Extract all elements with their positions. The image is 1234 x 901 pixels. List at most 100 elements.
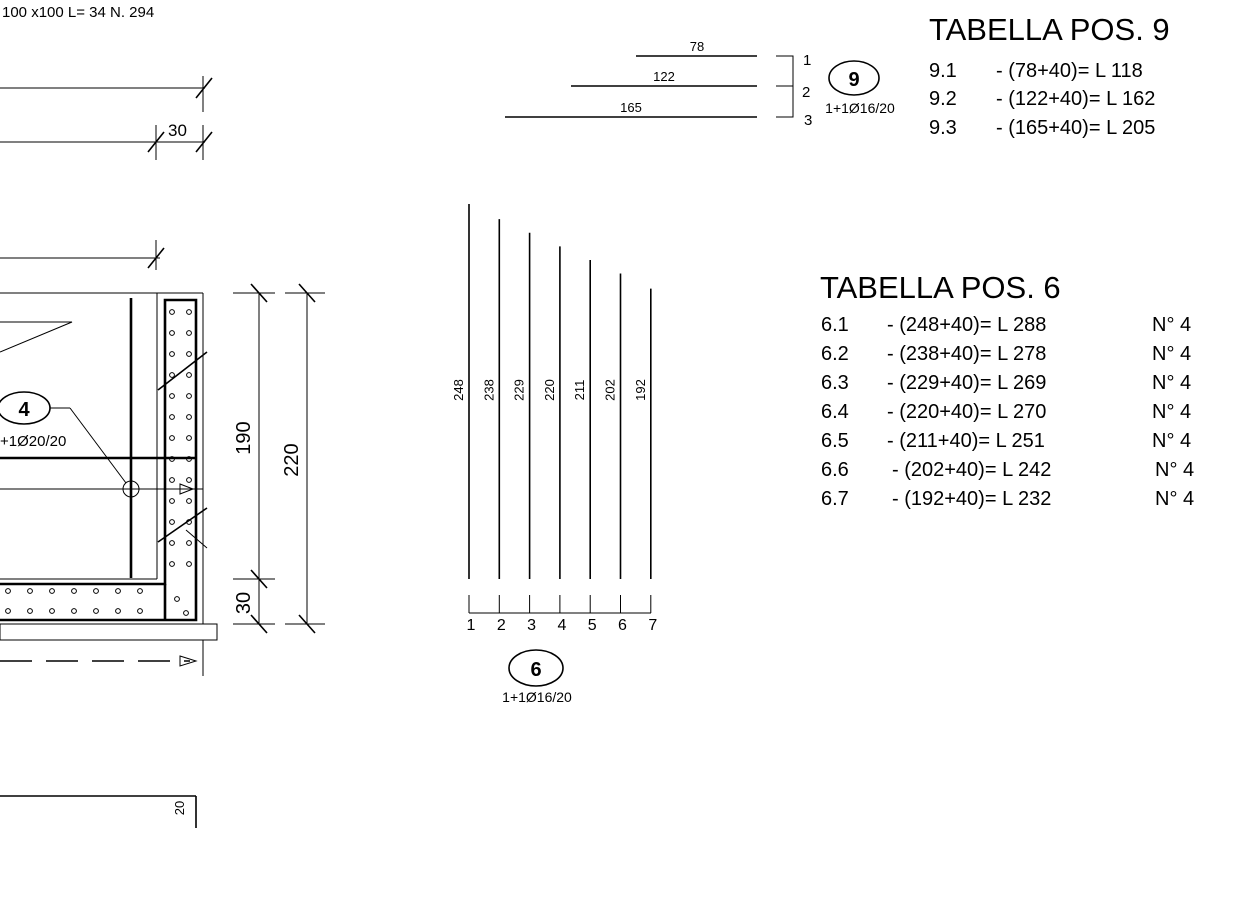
pos6-length-5: 211 — [572, 380, 587, 401]
rebar-dot — [169, 435, 175, 441]
rebar-dot — [186, 309, 192, 315]
table6-row-1-formula: - (248+40)= L 288 — [887, 314, 1046, 336]
table6-row-4-count: N° 4 — [1152, 401, 1191, 423]
callout-9-spec: 1+1Ø16/20 — [825, 100, 895, 116]
rebar-dot — [186, 414, 192, 420]
table-pos-6: TABELLA POS. 6 6.1 - (248+40)= L 288 N° … — [820, 270, 1194, 510]
table9-row-2-id: 9.2 — [929, 88, 957, 110]
table6-row-3-count: N° 4 — [1152, 372, 1191, 394]
table6-row-6-count: N° 4 — [1155, 459, 1194, 481]
table-pos-9: TABELLA POS. 9 9.1 - (78+40)= L 118 9.2 … — [929, 12, 1170, 139]
table6-row-7-count: N° 4 — [1155, 488, 1194, 510]
rebar-dot — [169, 330, 175, 336]
rebar-dot — [93, 588, 99, 594]
pos9-length-3: 165 — [620, 100, 642, 115]
table6-row-2-count: N° 4 — [1152, 343, 1191, 365]
table9-row-2-formula: - (122+40)= L 162 — [996, 88, 1155, 110]
rebar-dot — [5, 608, 11, 614]
table9-row-3-formula: - (165+40)= L 205 — [996, 117, 1155, 139]
table6-row-1-id: 6.1 — [821, 314, 849, 336]
rebar-dot — [183, 610, 189, 616]
table9-title: TABELLA POS. 9 — [929, 12, 1170, 47]
rebar-dot — [186, 456, 192, 462]
table6-row-6-formula: - (202+40)= L 242 — [892, 459, 1051, 481]
rebar-dot — [186, 477, 192, 483]
bottom-slab-edge: 20 — [0, 795, 197, 828]
dim-30-bottom: 30 — [233, 592, 255, 614]
dim-30-top: 30 — [168, 121, 187, 140]
pos6-index-2: 2 — [497, 617, 506, 634]
rebar-dot — [186, 372, 192, 378]
dim-20: 20 — [172, 801, 187, 815]
pos6-length-4: 220 — [542, 379, 557, 401]
rebar-dot — [169, 477, 175, 483]
callout-6-number: 6 — [530, 659, 541, 681]
table6-row-4-formula: - (220+40)= L 270 — [887, 401, 1046, 423]
rebar-dot — [49, 608, 55, 614]
rebar-dot — [115, 608, 121, 614]
rebar-dot — [115, 588, 121, 594]
rebar-dot — [174, 596, 180, 602]
table6-row-3-id: 6.3 — [821, 372, 849, 394]
rebar-dot — [137, 608, 143, 614]
table6-row-5-formula: - (211+40)= L 251 — [887, 430, 1045, 452]
callout-pos-4: 4 +1Ø20/20 — [0, 391, 140, 502]
table6-row-5-count: N° 4 — [1152, 430, 1191, 452]
rebar-dot — [169, 414, 175, 420]
rebar-dot — [137, 588, 143, 594]
table6-title: TABELLA POS. 6 — [820, 270, 1061, 305]
table6-row-2-formula: - (238+40)= L 278 — [887, 343, 1046, 365]
rebar-dot — [169, 498, 175, 504]
rebar-dot — [169, 456, 175, 462]
rebar-dot — [186, 561, 192, 567]
table6-row-6-id: 6.6 — [821, 459, 849, 481]
rebar-dot — [169, 351, 175, 357]
wall-cross-section — [0, 292, 218, 676]
rebar-dot — [186, 498, 192, 504]
rebar-dot — [169, 393, 175, 399]
table6-row-4-id: 6.4 — [821, 401, 849, 423]
rebar-dot — [5, 588, 11, 594]
rebar-dot — [71, 588, 77, 594]
pos6-index-4: 4 — [557, 617, 566, 634]
vertical-dimensions: 190 220 30 — [233, 283, 325, 634]
pos9-index-2: 2 — [802, 84, 810, 101]
rebar-dot — [169, 309, 175, 315]
pos6-index-7: 7 — [648, 617, 657, 634]
callout-4-number: 4 — [18, 399, 30, 421]
rebar-dot — [169, 519, 175, 525]
rebar-dot — [169, 540, 175, 546]
pos6-index-3: 3 — [527, 617, 536, 634]
table6-row-5-id: 6.5 — [821, 430, 849, 452]
rebar-dots — [5, 309, 192, 616]
rebar-dot — [93, 608, 99, 614]
callout-4-spec: +1Ø20/20 — [0, 433, 66, 450]
pos9-length-1: 78 — [690, 39, 704, 54]
table6-row-7-formula: - (192+40)= L 232 — [892, 488, 1051, 510]
rebar-dot — [186, 540, 192, 546]
pos6-length-2: 238 — [481, 379, 496, 401]
rebar-dot — [186, 519, 192, 525]
dim-190: 190 — [233, 421, 255, 454]
rebar-dot — [49, 588, 55, 594]
table6-row-7-id: 6.7 — [821, 488, 849, 510]
pos6-length-1: 248 — [451, 379, 466, 401]
header-note: 100 x100 L= 34 N. 294 — [2, 4, 154, 21]
table6-row-1-count: N° 4 — [1152, 314, 1191, 336]
rebar-dot — [186, 393, 192, 399]
callout-9-number: 9 — [848, 69, 859, 91]
table9-row-1-formula: - (78+40)= L 118 — [996, 60, 1143, 82]
rebar-dot — [169, 561, 175, 567]
callout-6-spec: 1+1Ø16/20 — [502, 689, 572, 705]
pos6-index-1: 1 — [467, 617, 476, 634]
table6-row-3-formula: - (229+40)= L 269 — [887, 372, 1046, 394]
table6-row-2-id: 6.2 — [821, 343, 849, 365]
rebar-dot — [169, 372, 175, 378]
pos9-index-3: 3 — [804, 112, 812, 129]
pos6-length-6: 202 — [603, 379, 618, 401]
pos6-index-5: 5 — [588, 617, 597, 634]
rebar-dot — [71, 608, 77, 614]
pos9-bar-schedule: 78 122 165 1 2 3 9 1+1Ø16/20 — [505, 39, 895, 129]
